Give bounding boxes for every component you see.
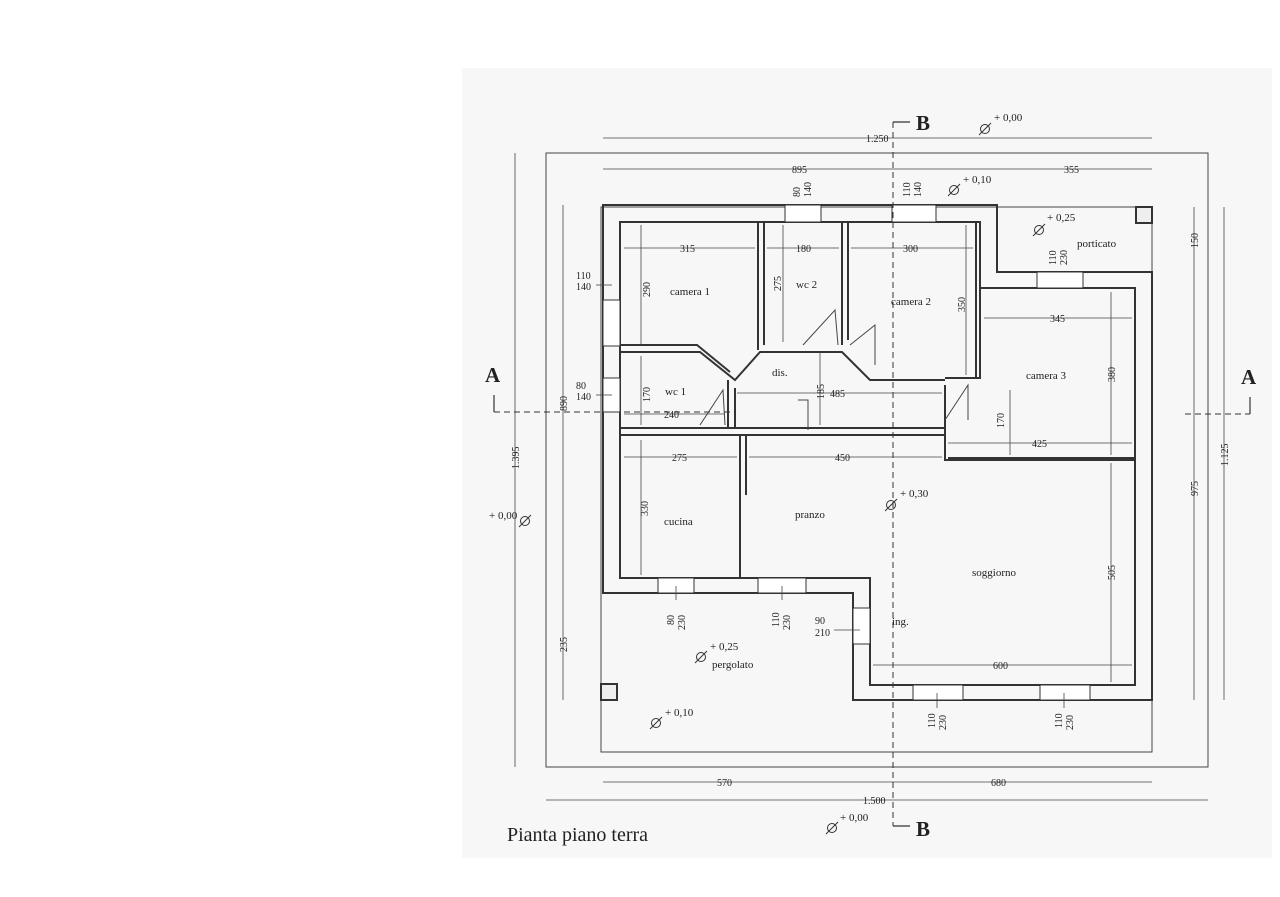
room-label-soggiorno: soggiorno	[972, 567, 1017, 579]
room-label-camera-1: camera 1	[670, 286, 710, 298]
dim-345: 345	[1050, 314, 1065, 325]
level-label-bottom: + 0,00	[840, 812, 869, 824]
dim-1395: 1.395	[511, 447, 522, 470]
dim-290: 290	[642, 282, 653, 297]
level-markers	[518, 122, 1046, 835]
level-label-010-top: + 0,10	[963, 174, 992, 186]
dim-overall-bottom: 1.500	[863, 796, 886, 807]
level-label-center: + 0,30	[900, 488, 929, 500]
room-label-ing: ing.	[892, 616, 909, 628]
dim-180: 180	[796, 244, 811, 255]
dim-275-wc2: 275	[773, 276, 784, 291]
opening-w6-width: 80	[666, 615, 677, 625]
dim-505: 505	[1107, 565, 1118, 580]
opening-w9-height: 230	[938, 715, 949, 730]
dim-170-wc1: 170	[642, 387, 653, 402]
dim-315: 315	[680, 244, 695, 255]
dim-150: 150	[1190, 233, 1201, 248]
section-lines	[494, 122, 1250, 826]
opening-w3-height: 140	[576, 282, 591, 293]
opening-w2-height: 140	[913, 182, 924, 197]
section-ticks	[493, 121, 1251, 827]
dim-485: 485	[830, 389, 845, 400]
dim-895: 895	[792, 165, 807, 176]
level-label-left: + 0,00	[489, 510, 518, 522]
room-label-porticato: porticato	[1077, 238, 1117, 250]
dim-300: 300	[903, 244, 918, 255]
opening-w4-width: 80	[576, 381, 586, 392]
level-label-top: + 0,00	[994, 112, 1023, 124]
opening-w2-width: 110	[902, 182, 913, 197]
opening-w8-width: 90	[815, 616, 825, 627]
dim-975: 975	[1190, 481, 1201, 496]
dim-355: 355	[1064, 165, 1079, 176]
dim-235: 235	[559, 637, 570, 652]
dimension-lines	[514, 137, 1225, 801]
room-label-camera-3: camera 3	[1026, 370, 1066, 382]
room-label-pergolato: pergolato	[712, 659, 754, 671]
dim-275-cucina: 275	[672, 453, 687, 464]
room-label-pranzo: pranzo	[795, 509, 825, 521]
dim-350: 350	[957, 297, 968, 312]
door-swings	[699, 308, 969, 430]
room-label-cucina: cucina	[664, 516, 693, 528]
section-label-a-right: A	[1241, 365, 1257, 389]
level-label-pergola: + 0,25	[710, 641, 739, 653]
dim-450: 450	[835, 453, 850, 464]
dim-680: 680	[991, 778, 1006, 789]
level-label-010-bottom: + 0,10	[665, 707, 694, 719]
dim-425: 425	[1032, 439, 1047, 450]
vertical-dimension-labels: 290 275 350 380 170 185 170 330 505 890 …	[511, 233, 1231, 652]
room-label-wc-2: wc 2	[796, 279, 817, 291]
opening-w4-height: 140	[576, 392, 591, 403]
opening-leaders	[596, 284, 1065, 708]
opening-w7-width: 110	[771, 612, 782, 627]
paper-sheet	[462, 68, 1272, 858]
opening-w1-height: 140	[803, 182, 814, 197]
dim-600: 600	[993, 661, 1008, 672]
opening-w10-height: 230	[1065, 715, 1076, 730]
section-label-a-left: A	[485, 363, 501, 387]
horizontal-dimension-labels: 1.250 895 355 315 180 300 345 240 485 42…	[664, 134, 1079, 807]
room-label-dis: dis.	[772, 367, 788, 379]
opening-w6-height: 230	[677, 615, 688, 630]
walls	[600, 204, 1153, 701]
room-label-wc-1: wc 1	[665, 386, 686, 398]
opening-w1-width: 80	[792, 187, 803, 197]
opening-w8-height: 210	[815, 628, 830, 639]
opening-labels: 80 140 110 140 110 230 110 140 80 140 80…	[576, 182, 1076, 730]
opening-w7-height: 230	[782, 615, 793, 630]
dim-890: 890	[559, 396, 570, 411]
dim-1125: 1.125	[1220, 444, 1231, 467]
section-label-b-bottom: B	[916, 817, 930, 841]
drawing-title: Pianta piano terra	[507, 824, 648, 846]
dim-380: 380	[1107, 367, 1118, 382]
section-label-b-top: B	[916, 111, 930, 135]
dim-overall-top: 1.250	[866, 134, 889, 145]
opening-w3-width: 110	[576, 271, 591, 282]
opening-w5-width: 110	[1048, 250, 1059, 265]
room-label-camera-2: camera 2	[891, 296, 931, 308]
dim-330: 330	[640, 501, 651, 516]
dim-185: 185	[816, 384, 827, 399]
level-label-025-porch: + 0,25	[1047, 212, 1076, 224]
opening-w9-width: 110	[927, 713, 938, 728]
dim-240: 240	[664, 410, 679, 421]
opening-w5-height: 230	[1059, 250, 1070, 265]
dim-170-c3: 170	[996, 413, 1007, 428]
dim-570: 570	[717, 778, 732, 789]
opening-w10-width: 110	[1054, 713, 1065, 728]
